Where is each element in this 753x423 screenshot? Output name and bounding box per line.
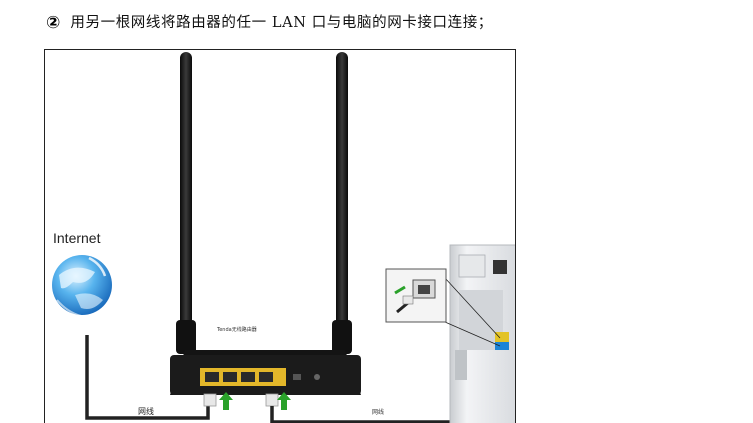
router-body xyxy=(170,350,361,395)
connection-diagram: Internet Tenda无线路由器 网线 网线 xyxy=(44,49,516,423)
router-antenna-left xyxy=(176,52,196,354)
step-number: ② xyxy=(46,13,61,33)
up-arrow-icon xyxy=(219,392,233,410)
router-brand-label: Tenda无线路由器 xyxy=(217,327,257,333)
internet-globe-icon xyxy=(52,255,112,317)
internet-cable xyxy=(85,335,210,420)
internet-label: Internet xyxy=(53,230,101,246)
step-text: 用另一根网线将路由器的任一 LAN 口与电脑的网卡接口连接； xyxy=(70,15,493,31)
up-arrow-icon xyxy=(277,392,291,410)
router-antenna-right xyxy=(332,52,352,354)
cable-label-left: 网线 xyxy=(138,407,154,416)
diagram-graphics xyxy=(52,52,515,423)
cable-label-right: 网线 xyxy=(372,409,385,416)
port-zoom-callout xyxy=(385,268,501,347)
step-instruction: ② 用另一根网线将路由器的任一 LAN 口与电脑的网卡接口连接； xyxy=(46,12,493,34)
pc-tower xyxy=(449,244,515,423)
